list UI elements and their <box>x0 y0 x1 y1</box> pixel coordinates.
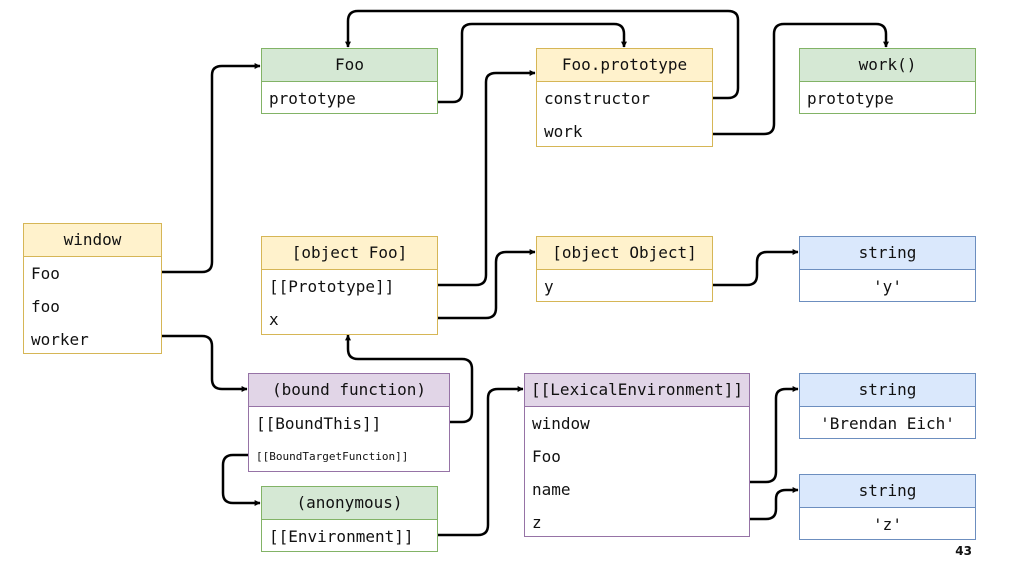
arrow-work-to-work-function <box>712 22 889 136</box>
string-y-title: string <box>800 237 975 270</box>
object-object-box[interactable]: [object Object] y <box>536 236 713 302</box>
anonymous-function-property-environment: [[Environment]] <box>269 527 414 546</box>
string-brendan-value: 'Brendan Eich' <box>820 414 955 433</box>
window-property-foo-instance: foo <box>31 297 60 316</box>
foo-function-box[interactable]: Foo prototype <box>261 48 438 114</box>
arrow-x-to-object-object <box>437 249 536 320</box>
foo-prototype-box[interactable]: Foo.prototype constructor work <box>536 48 713 147</box>
anonymous-function-title: (anonymous) <box>262 487 437 520</box>
object-foo-title: [object Foo] <box>262 237 437 270</box>
window-property-foo-fn: Foo <box>31 264 60 283</box>
lexical-environment-property-window: window <box>532 414 590 433</box>
string-z-title: string <box>800 475 975 508</box>
foo-prototype-property-constructor: constructor <box>544 89 650 108</box>
foo-function-property-prototype: prototype <box>269 89 356 108</box>
arrow-environment-to-lexical-environment <box>437 386 524 537</box>
string-z-box[interactable]: string 'z' <box>799 474 976 540</box>
arrow-bound-this-to-object-foo <box>345 334 474 424</box>
work-function-property-prototype: prototype <box>807 89 894 108</box>
arrow-name-to-string-brendan <box>749 386 799 484</box>
arrow-constructor-to-foo-function <box>345 9 740 100</box>
foo-function-title: Foo <box>262 49 437 82</box>
page-number: 43 <box>955 544 972 558</box>
object-foo-box[interactable]: [object Foo] [[Prototype]] x <box>261 236 438 335</box>
object-object-title: [object Object] <box>537 237 712 270</box>
object-foo-property-prototype-slot: [[Prototype]] <box>269 277 395 296</box>
lexical-environment-box[interactable]: [[LexicalEnvironment]] window Foo name z <box>524 373 750 537</box>
lexical-environment-property-z: z <box>532 513 542 532</box>
arrow-foo-prototype-to-foo-prototype-object <box>437 22 627 104</box>
window-object-title: window <box>24 224 161 257</box>
bound-function-title: (bound function) <box>249 374 449 407</box>
object-foo-property-x: x <box>269 310 279 329</box>
foo-prototype-title: Foo.prototype <box>537 49 712 82</box>
bound-function-box[interactable]: (bound function) [[BoundThis]] [[BoundTa… <box>248 373 450 472</box>
lexical-environment-title: [[LexicalEnvironment]] <box>525 374 749 407</box>
string-z-value: 'z' <box>873 515 902 534</box>
arrow-window-foo-to-foo-function <box>161 63 261 274</box>
string-brendan-box[interactable]: string 'Brendan Eich' <box>799 373 976 439</box>
arrow-z-to-string-z <box>749 487 799 521</box>
lexical-environment-property-name: name <box>532 480 571 499</box>
string-y-box[interactable]: string 'y' <box>799 236 976 302</box>
arrow-prototype-slot-to-foo-prototype <box>437 70 536 287</box>
bound-function-property-bound-target: [[BoundTargetFunction]] <box>256 450 409 463</box>
work-function-box[interactable]: work() prototype <box>799 48 976 114</box>
string-y-value: 'y' <box>873 277 902 296</box>
arrow-y-to-string-y <box>712 249 799 287</box>
arrow-worker-to-bound-function <box>161 334 248 392</box>
lexical-environment-property-foo: Foo <box>532 447 561 466</box>
object-object-property-y: y <box>544 277 554 296</box>
work-function-title: work() <box>800 49 975 82</box>
window-property-worker: worker <box>31 330 89 349</box>
foo-prototype-property-work: work <box>544 122 583 141</box>
anonymous-function-box[interactable]: (anonymous) [[Environment]] <box>261 486 438 552</box>
window-object-box[interactable]: window Foo foo worker <box>23 223 162 354</box>
bound-function-property-bound-this: [[BoundThis]] <box>256 414 382 433</box>
arrow-bound-target-to-anonymous <box>221 453 261 506</box>
string-brendan-title: string <box>800 374 975 407</box>
